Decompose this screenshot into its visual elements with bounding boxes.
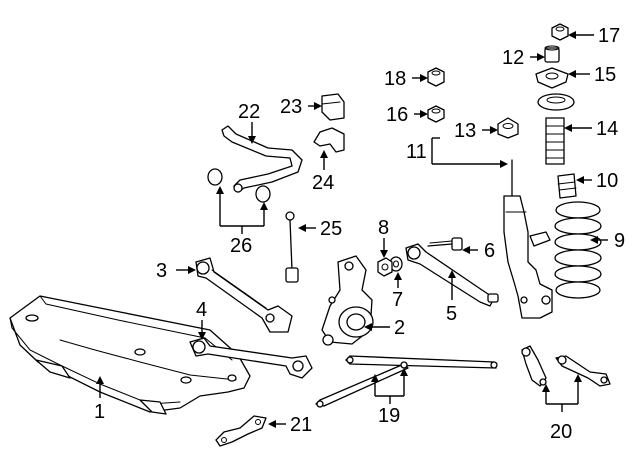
crossmember-part <box>9 295 251 415</box>
bracket-part <box>215 415 267 447</box>
callout-11: 11 <box>406 141 427 163</box>
cap-nut-part <box>551 23 569 41</box>
lower-lateral-arm-part <box>189 337 313 379</box>
adjusting-bolt-part <box>427 237 463 251</box>
bar-bushings-part <box>207 168 271 203</box>
callout-15: 15 <box>594 64 616 86</box>
callout-26: 26 <box>230 235 252 257</box>
leader-lines <box>96 31 608 428</box>
callout-18: 18 <box>384 68 406 90</box>
callout-6: 6 <box>484 240 495 262</box>
strut-nut-part <box>497 117 519 139</box>
dust-boot-part <box>537 93 575 165</box>
callout-10: 10 <box>596 170 618 192</box>
callout-14: 14 <box>596 118 618 140</box>
insulator-part <box>544 45 560 63</box>
upper-lateral-arm-part <box>195 257 293 333</box>
callout-20: 20 <box>550 421 572 443</box>
stabilizer-bushing-part <box>321 93 345 121</box>
nut-part-18 <box>427 67 445 87</box>
knuckle-part <box>321 255 374 346</box>
callout-9: 9 <box>614 230 625 252</box>
callout-23: 23 <box>280 96 302 118</box>
callout-24: 24 <box>312 172 334 194</box>
nut-part-16 <box>427 105 445 123</box>
callout-3: 3 <box>156 260 167 282</box>
bump-stop-part <box>557 173 577 199</box>
strut-part <box>503 159 553 319</box>
callout-13: 13 <box>454 120 476 142</box>
callout-21: 21 <box>290 414 312 436</box>
coil-spring-part <box>554 201 602 299</box>
callout-16: 16 <box>386 104 408 126</box>
tie-braces-part <box>315 355 498 408</box>
callout-17: 17 <box>598 25 620 47</box>
stabilizer-bar-part <box>221 125 303 193</box>
callout-7: 7 <box>392 289 403 311</box>
callout-4: 4 <box>196 299 207 321</box>
stabilizer-link-pair-part <box>521 345 611 387</box>
callout-8: 8 <box>378 217 389 239</box>
callout-22: 22 <box>238 101 260 123</box>
callout-12: 12 <box>502 47 524 69</box>
upper-mount-part <box>535 67 569 89</box>
callout-labels: 1 2 3 4 5 6 7 8 9 10 11 12 13 14 15 16 1… <box>94 25 625 443</box>
nut-part <box>377 257 393 277</box>
callout-2: 2 <box>394 317 405 339</box>
callout-25: 25 <box>320 218 342 240</box>
stabilizer-end-link-part <box>285 211 299 283</box>
bushing-bracket-part <box>313 127 345 153</box>
callout-5: 5 <box>446 303 457 325</box>
callout-19: 19 <box>378 405 400 427</box>
callout-1: 1 <box>94 401 105 423</box>
